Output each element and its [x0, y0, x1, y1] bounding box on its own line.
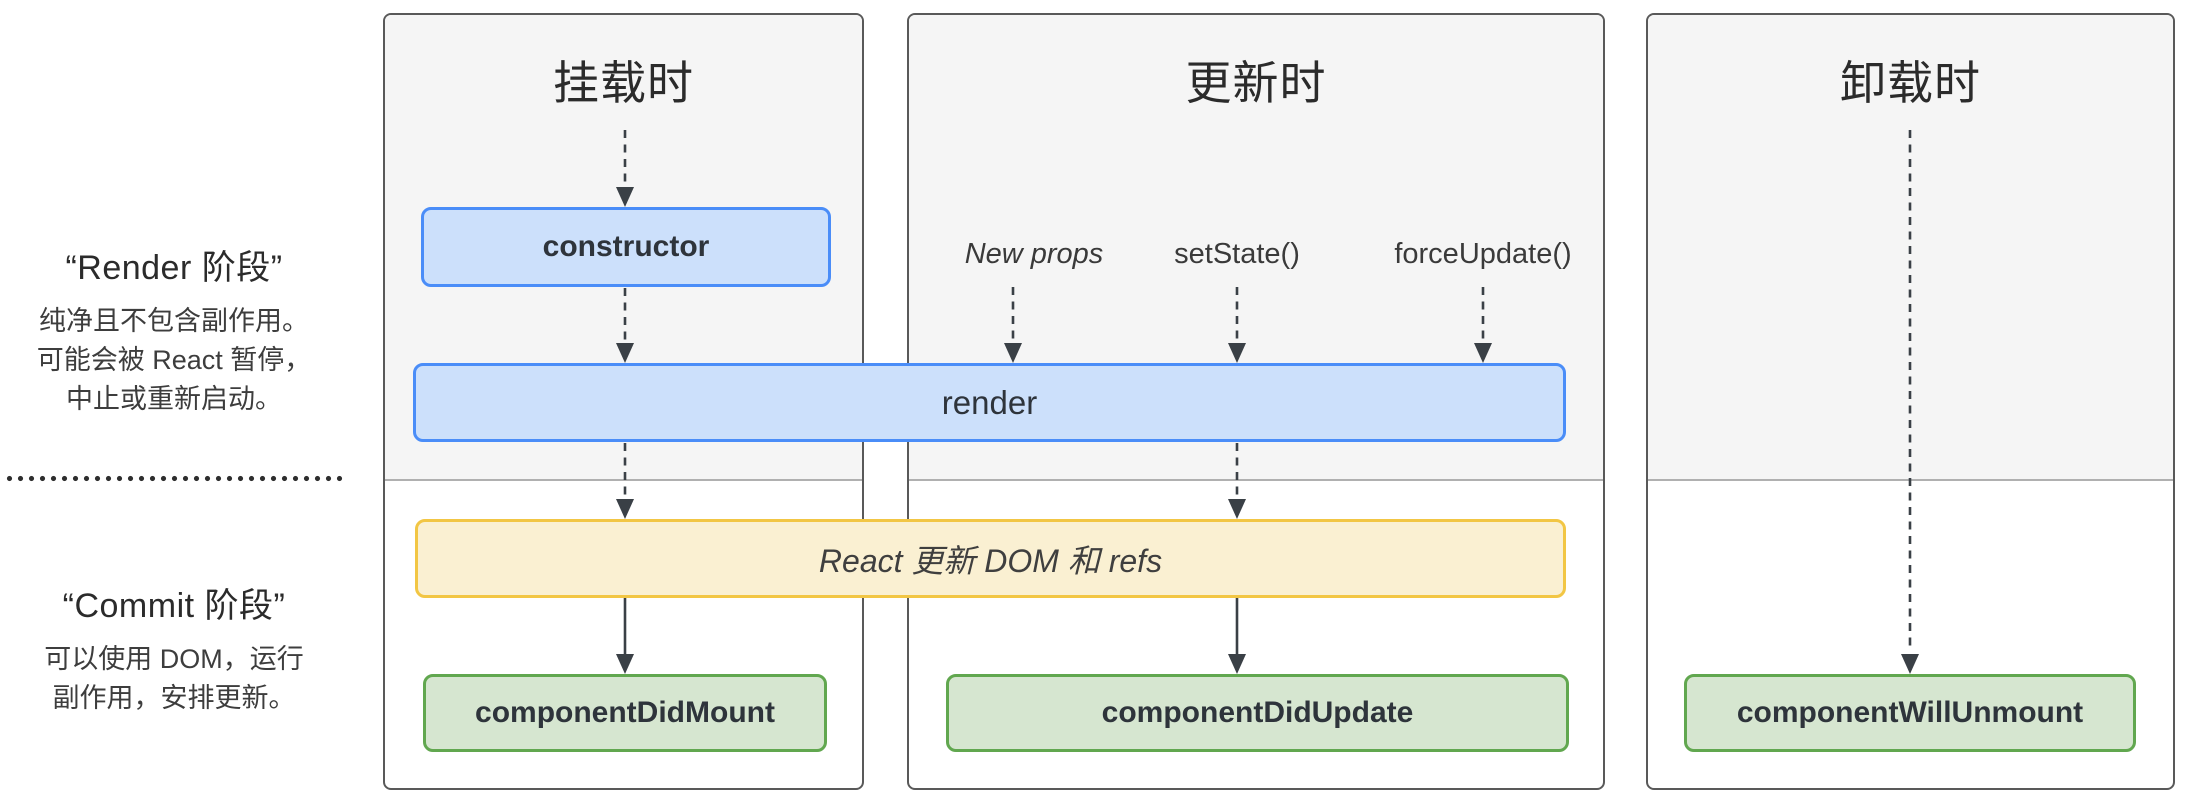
- render-phase-title: “Render 阶段”: [65, 249, 283, 287]
- render-phase-desc-line: 纯净且不包含副作用。: [39, 306, 309, 336]
- node-component-will-unmount[interactable]: componentWillUnmount: [1684, 674, 2136, 752]
- node-component-did-update[interactable]: componentDidUpdate: [946, 674, 1569, 752]
- render-phase-description: 纯净且不包含副作用。 可能会被 React 暂停， 中止或重新启动。: [0, 302, 348, 419]
- column-header-updating: 更新时: [1185, 57, 1327, 109]
- commit-phase-description: 可以使用 DOM，运行 副作用，安排更新。: [0, 640, 348, 718]
- column-header-unmounting: 卸载时: [1840, 57, 1981, 109]
- label-new-props: New props: [964, 238, 1104, 270]
- phase-legend: “Render 阶段” 纯净且不包含副作用。 可能会被 React 暂停， 中止…: [0, 0, 348, 808]
- column-unmounting-render-area: 卸载时: [1648, 15, 2173, 481]
- render-phase-legend: “Render 阶段” 纯净且不包含副作用。 可能会被 React 暂停， 中止…: [0, 240, 348, 419]
- node-constructor[interactable]: constructor: [421, 207, 831, 287]
- render-phase-desc-line: 可能会被 React 暂停，: [36, 345, 312, 375]
- node-render[interactable]: render: [413, 363, 1566, 442]
- commit-phase-legend: “Commit 阶段” 可以使用 DOM，运行 副作用，安排更新。: [0, 578, 348, 718]
- commit-phase-desc-line: 副作用，安排更新。: [52, 683, 296, 713]
- phase-dotted-divider: [4, 475, 345, 482]
- commit-phase-desc-line: 可以使用 DOM，运行: [44, 644, 304, 674]
- render-phase-desc-line: 中止或重新启动。: [66, 384, 282, 414]
- commit-phase-title: “Commit 阶段”: [62, 587, 286, 625]
- column-header-mounting: 挂载时: [553, 57, 694, 109]
- label-set-state: setState(): [1174, 238, 1300, 270]
- label-force-update: forceUpdate(): [1394, 238, 1572, 270]
- node-component-did-mount[interactable]: componentDidMount: [423, 674, 827, 752]
- node-react-updates-dom: React 更新 DOM 和 refs: [415, 519, 1566, 598]
